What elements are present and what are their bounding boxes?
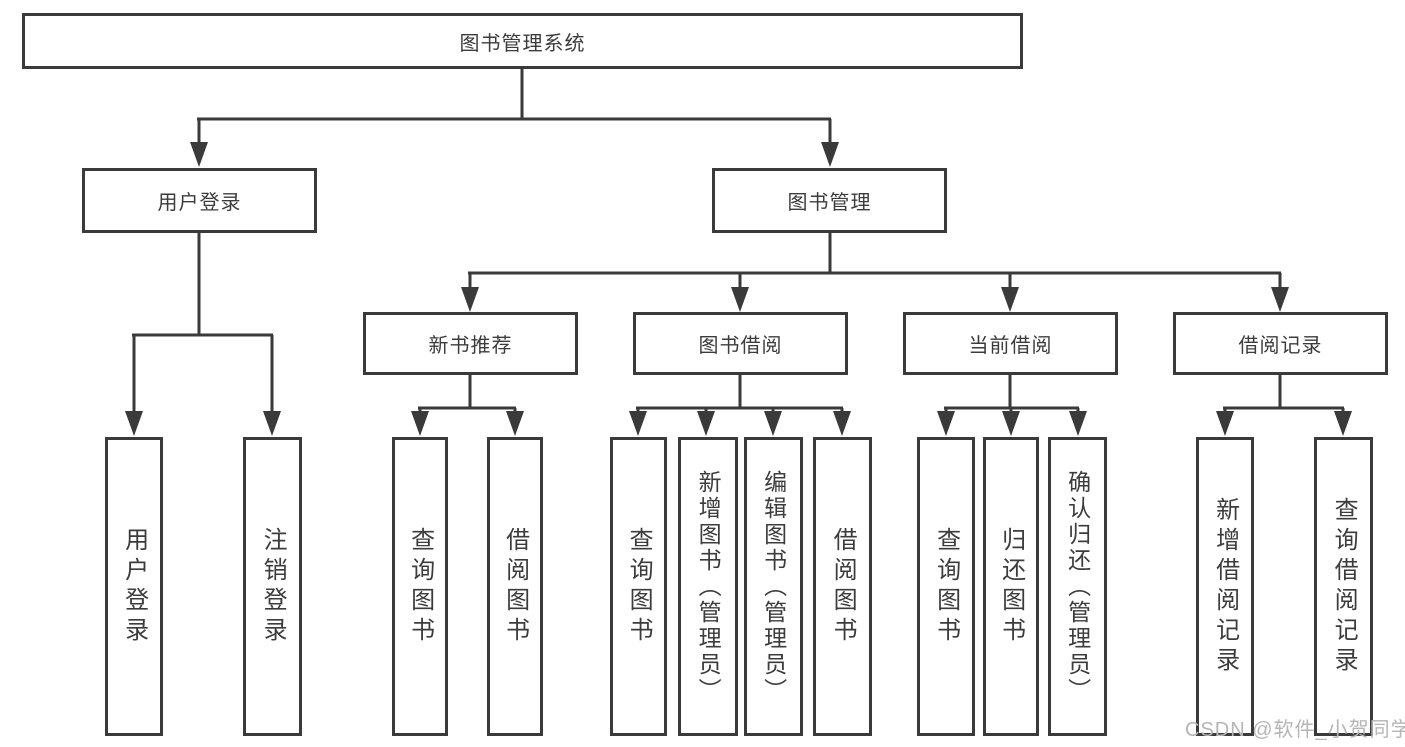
leaf-query-books-2: 查询图书	[610, 437, 667, 736]
node-new-book-recommend-label: 新书推荐	[428, 335, 513, 357]
node-current-borrow-label: 当前借阅	[968, 335, 1053, 357]
leaf-confirm-return-admin-label: 确认归还（管理员）	[1064, 469, 1091, 704]
leaf-logout-label: 注销登录	[259, 526, 287, 647]
node-user-login-label: 用户登录	[157, 192, 242, 214]
leaf-return-books-label: 归还图书	[997, 526, 1025, 647]
leaf-query-books-3: 查询图书	[917, 437, 975, 736]
node-book-management-label: 图书管理	[787, 192, 872, 214]
leaf-add-books-admin: 新增图书（管理员）	[678, 437, 738, 736]
node-new-book-recommend: 新书推荐	[363, 312, 578, 375]
leaf-return-books: 归还图书	[983, 437, 1039, 736]
node-book-borrow: 图书借阅	[633, 312, 848, 375]
leaf-borrow-books-1: 借阅图书	[487, 437, 543, 736]
leaf-query-books-2-label: 查询图书	[625, 526, 653, 647]
leaf-borrow-books-2-label: 借阅图书	[829, 526, 857, 647]
node-book-borrow-label: 图书借阅	[698, 335, 783, 357]
csdn-watermark: CSDN @软件_小贺同学	[1185, 719, 1405, 741]
leaf-borrow-books-1-label: 借阅图书	[501, 526, 529, 647]
leaf-edit-books-admin-label: 编辑图书（管理员）	[760, 469, 787, 704]
node-borrow-records: 借阅记录	[1173, 312, 1388, 375]
leaf-add-borrow-record-label: 新增借阅记录	[1211, 496, 1239, 677]
leaf-logout: 注销登录	[243, 437, 302, 736]
node-borrow-records-label: 借阅记录	[1238, 335, 1323, 357]
leaf-add-books-admin-label: 新增图书（管理员）	[695, 469, 722, 704]
leaf-confirm-return-admin: 确认归还（管理员）	[1048, 437, 1107, 736]
leaf-query-books-1: 查询图书	[392, 437, 448, 736]
node-root-label: 图书管理系统	[459, 32, 586, 55]
leaf-user-login-label: 用户登录	[120, 526, 148, 647]
node-current-borrow: 当前借阅	[903, 312, 1118, 375]
leaf-borrow-books-2: 借阅图书	[813, 437, 872, 736]
leaf-query-borrow-record-label: 查询借阅记录	[1330, 496, 1358, 677]
node-root: 图书管理系统	[22, 13, 1023, 69]
leaf-query-books-3-label: 查询图书	[932, 526, 960, 647]
node-book-management: 图书管理	[712, 168, 947, 233]
leaf-query-borrow-record: 查询借阅记录	[1314, 437, 1373, 736]
node-user-login: 用户登录	[82, 168, 317, 233]
leaf-edit-books-admin: 编辑图书（管理员）	[744, 437, 803, 736]
leaf-query-books-1-label: 查询图书	[406, 526, 434, 647]
leaf-user-login: 用户登录	[105, 437, 163, 736]
leaf-add-borrow-record: 新增借阅记录	[1196, 437, 1254, 736]
